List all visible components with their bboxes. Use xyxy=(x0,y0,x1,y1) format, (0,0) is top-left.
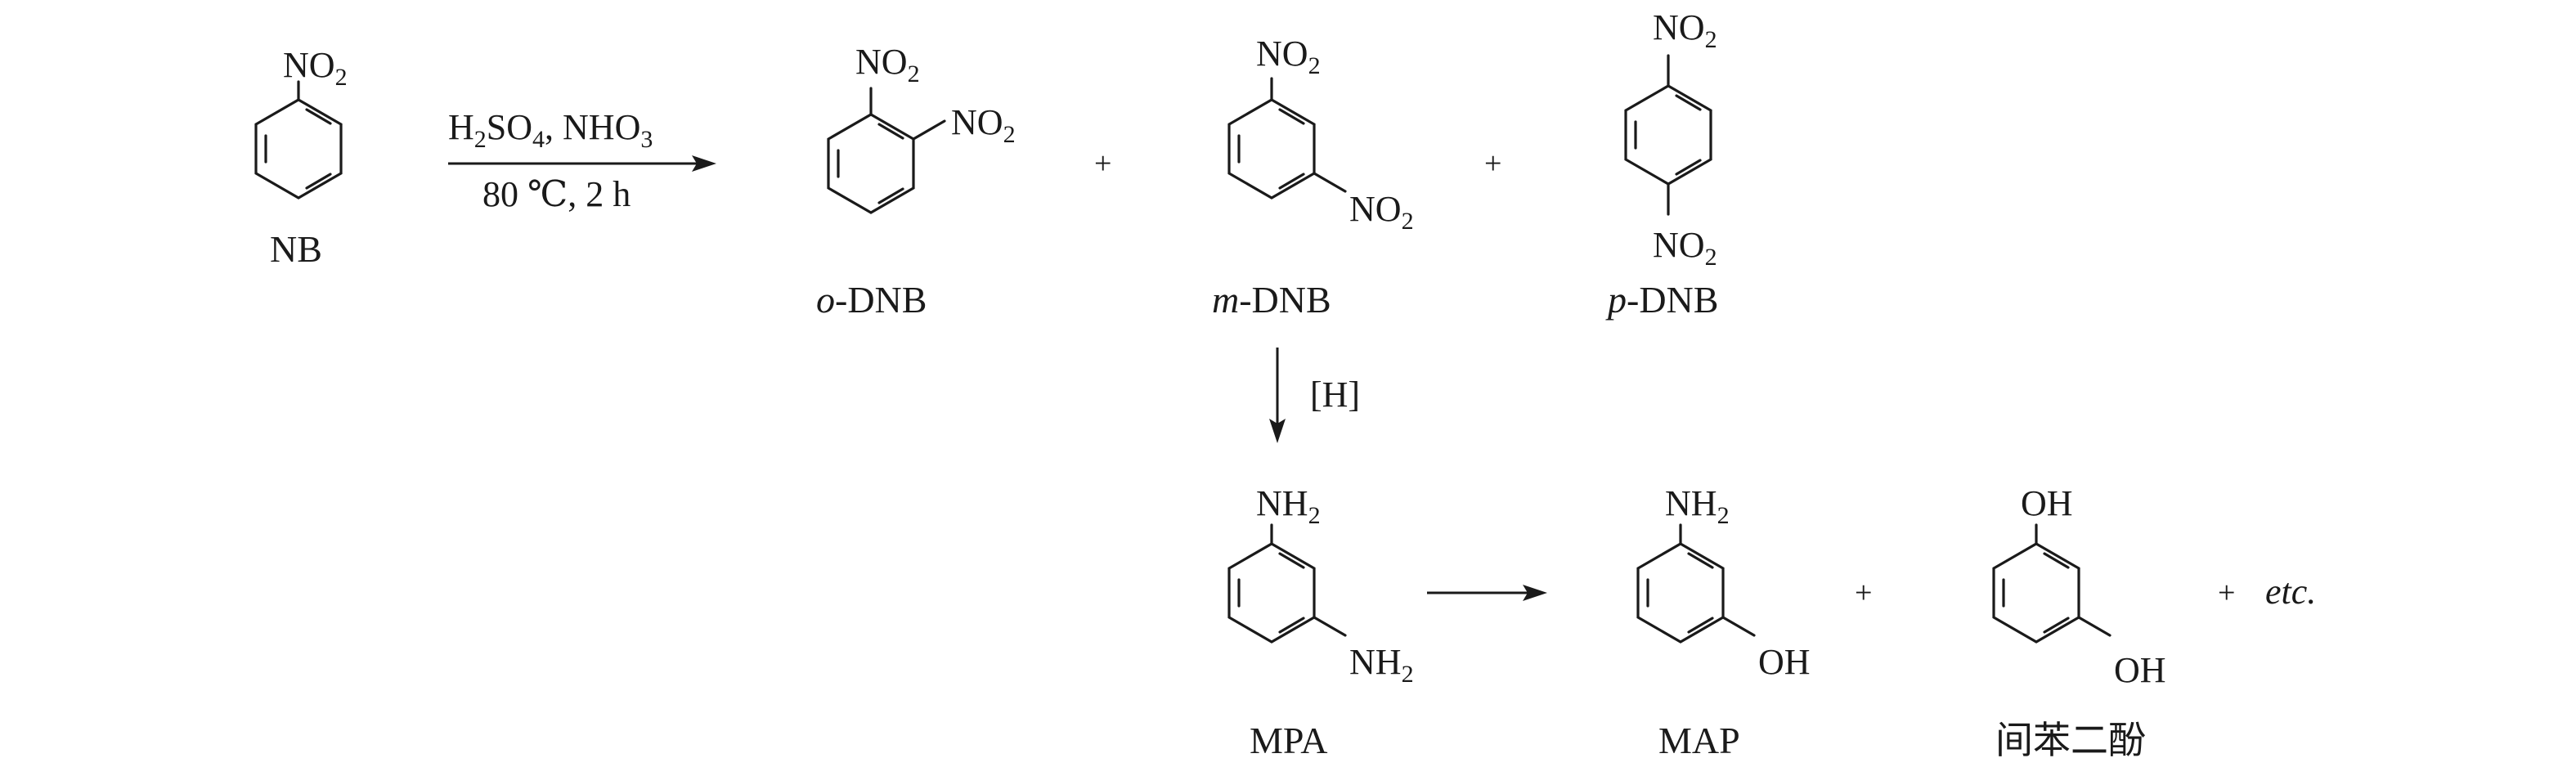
p-dnb-structure: NO2 NO2 p-DNB xyxy=(1605,7,1718,321)
nb-name: NB xyxy=(270,228,322,270)
reagents-label: H2SO4, NHO3 xyxy=(448,107,653,153)
p-dnb-name: p-DNB xyxy=(1605,279,1718,321)
o-dnb-structure: NO2 NO2 o-DNB xyxy=(816,42,1016,321)
nitration-arrow: H2SO4, NHO3 80 ℃, 2 h xyxy=(448,107,716,214)
benzene-ring xyxy=(254,98,343,200)
mpa-nh2-side: NH2 xyxy=(1349,642,1414,688)
benzene-ring xyxy=(1992,542,2080,644)
mpa-structure: NH2 NH2 MPA xyxy=(1227,483,1414,761)
map-name: MAP xyxy=(1658,720,1740,761)
map-nh2: NH2 xyxy=(1665,483,1730,529)
conditions-label: 80 ℃, 2 h xyxy=(482,174,631,214)
resorcinol-oh-top: OH xyxy=(2021,483,2073,523)
benzene-ring xyxy=(1227,542,1316,644)
m-dnb-no2-side: NO2 xyxy=(1349,189,1414,235)
hydrolysis-arrow xyxy=(1427,585,1547,601)
map-oh: OH xyxy=(1758,642,1811,682)
plus-sign: + xyxy=(1094,146,1111,181)
p-dnb-no2-top: NO2 xyxy=(1653,7,1717,53)
reduction-reagent-label: [H] xyxy=(1310,375,1360,415)
plus-sign: + xyxy=(1484,146,1501,181)
benzene-ring xyxy=(1624,84,1712,186)
plus-sign: + xyxy=(1855,576,1872,610)
map-structure: NH2 OH MAP xyxy=(1636,483,1811,761)
reduction-arrow: [H] xyxy=(1269,348,1360,443)
nb-no2-label: NO2 xyxy=(283,45,348,91)
nitrobenzene-structure: NO2 NB xyxy=(254,45,348,270)
m-dnb-structure: NO2 NO2 m-DNB xyxy=(1212,34,1414,321)
benzene-ring xyxy=(1227,98,1316,200)
resorcinol-oh-side: OH xyxy=(2114,650,2166,690)
resorcinol-name: 间苯二酚 xyxy=(1995,720,2146,761)
o-dnb-no2-top: NO2 xyxy=(855,42,920,87)
benzene-ring xyxy=(827,113,915,214)
etc-label: etc. xyxy=(2265,572,2316,612)
o-dnb-name: o-DNB xyxy=(816,279,927,321)
mpa-nh2-top: NH2 xyxy=(1256,483,1321,529)
mpa-name: MPA xyxy=(1250,720,1327,761)
benzene-ring xyxy=(1636,542,1725,644)
m-dnb-no2-top: NO2 xyxy=(1256,34,1321,79)
o-dnb-no2-side: NO2 xyxy=(951,102,1016,148)
resorcinol-structure: OH OH 间苯二酚 xyxy=(1992,483,2166,761)
plus-sign: + xyxy=(2218,576,2235,610)
m-dnb-name: m-DNB xyxy=(1212,279,1331,321)
p-dnb-no2-bottom: NO2 xyxy=(1653,225,1717,271)
